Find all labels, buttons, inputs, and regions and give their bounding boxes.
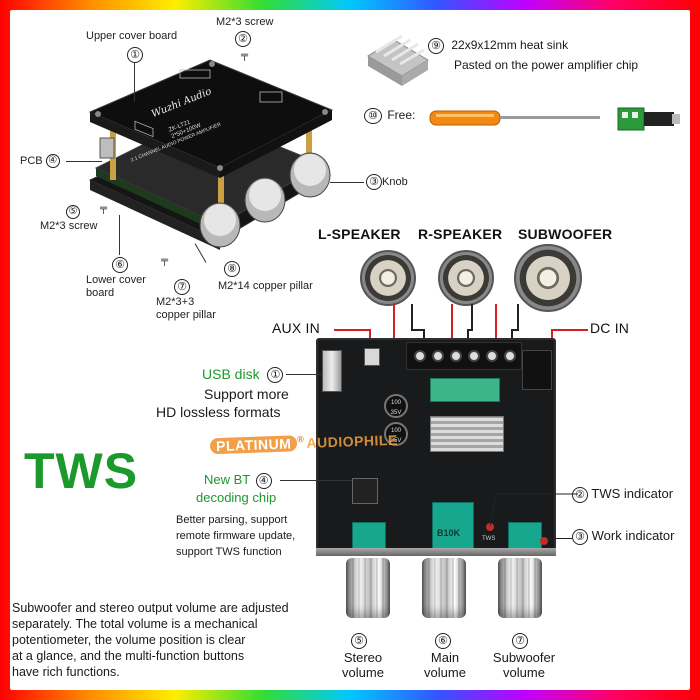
leader-line — [66, 161, 102, 162]
capacitor: 100 35V — [384, 422, 408, 446]
dc-jack-adapter-image — [617, 107, 680, 131]
callout-pcb: PCB ④ — [20, 154, 60, 168]
usb-port — [322, 350, 342, 392]
leader-line — [548, 538, 572, 539]
callout-pillar14-num: ⑧ — [224, 260, 240, 278]
left-speaker-label: L-SPEAKER — [318, 226, 401, 242]
aux-in-label: AUX IN — [272, 320, 320, 336]
usb-feature-line1: Support more — [204, 386, 289, 402]
subwoofer-label: SUBWOOFER — [518, 226, 613, 242]
subwoofer-volume-num: ⑦ — [512, 632, 528, 650]
callout-lower-cover: Lower cover board — [86, 274, 146, 299]
callout-screw-top-num: ② — [235, 30, 251, 48]
callout-heatsink-sub: Pasted on the power amplifier chip — [454, 58, 639, 72]
pcb-heat-sink — [430, 416, 504, 452]
tws-pcb-mark: TWS — [482, 536, 496, 542]
bluetooth-chip — [352, 478, 378, 504]
leader-line — [119, 215, 120, 255]
callout-pillar14: M2*14 copper pillar — [218, 280, 313, 292]
callout-pillar3-num: ⑦ — [174, 278, 190, 296]
tws-indicator-callout: ② TWS indicator — [572, 486, 673, 503]
dc-in-label: DC IN — [590, 320, 630, 336]
pot-marking: B10K — [437, 528, 461, 538]
screwdriver-image — [429, 110, 600, 126]
aux-jack — [364, 348, 380, 366]
callout-free: ⑩ Free: — [364, 108, 415, 124]
dc-jack — [522, 350, 552, 390]
main-volume-num: ⑥ — [435, 632, 451, 650]
callout-upper-cover: Upper cover board — [86, 30, 178, 42]
callout-upper-cover-num: ① — [127, 46, 143, 64]
subwoofer-volume-knob[interactable] — [498, 558, 542, 618]
assembly-knob — [289, 152, 331, 198]
screw-icon: ╤ — [241, 50, 249, 61]
content-area: Wuzhi Audio ZK-LT21 2*50+100W 2.1 CHANNE… — [10, 10, 690, 690]
leader-line — [280, 480, 352, 481]
usb-feature-line2: HD lossless formats — [156, 404, 281, 420]
tws-title: TWS — [24, 443, 139, 499]
left-speaker-icon — [360, 250, 416, 306]
leader-line — [286, 374, 322, 375]
main-potentiometer — [432, 502, 474, 554]
screw-icon: ╤ — [100, 203, 108, 214]
bt-feature-title-2: decoding chip — [196, 490, 277, 505]
capacitor: 100 35V — [384, 394, 408, 418]
assembly-knob — [199, 202, 241, 248]
right-speaker-label: R-SPEAKER — [418, 226, 503, 242]
bt-feature-title: New BT ④ — [204, 472, 272, 489]
leader-line — [330, 182, 364, 183]
amplifier-assembly-photo — [88, 59, 334, 250]
tws-led — [486, 523, 494, 531]
callout-lower-cover-num: ⑥ — [112, 256, 128, 274]
subwoofer-volume-label: Subwoofer volume — [492, 650, 556, 680]
main-volume-label: Main volume — [424, 650, 466, 680]
stereo-volume-num: ⑤ — [351, 632, 367, 650]
callout-screw-top: M2*3 screw — [216, 16, 274, 28]
heat-sink-image — [367, 34, 429, 86]
stereo-volume-knob[interactable] — [346, 558, 390, 618]
inductor — [430, 378, 500, 402]
callout-pillar3: M2*3+3 copper pillar — [156, 296, 216, 321]
bt-feature-desc: Better parsing, support remote firmware … — [176, 514, 296, 558]
usb-feature-title: USB disk ① — [202, 366, 284, 384]
callout-screw-left: M2*3 screw — [40, 220, 98, 232]
description-text: Subwoofer and stereo output volume are a… — [12, 601, 289, 679]
leader-line — [134, 62, 135, 102]
main-volume-knob[interactable] — [422, 558, 466, 618]
stereo-volume-label: Stereo volume — [342, 650, 384, 680]
right-speaker-icon — [438, 250, 494, 306]
work-indicator-callout: ③ Work indicator — [572, 528, 674, 545]
front-plate — [316, 548, 556, 556]
callout-heatsink: ⑨ 22x9x12mm heat sink — [428, 38, 568, 54]
tws-indicator-leader — [490, 493, 578, 527]
assembly-knob — [244, 177, 286, 223]
screw-icon: ╤ — [161, 255, 169, 266]
callout-screw-left-num: ⑤ — [66, 203, 80, 221]
subwoofer-speaker-icon — [514, 244, 582, 312]
work-led — [540, 537, 548, 545]
